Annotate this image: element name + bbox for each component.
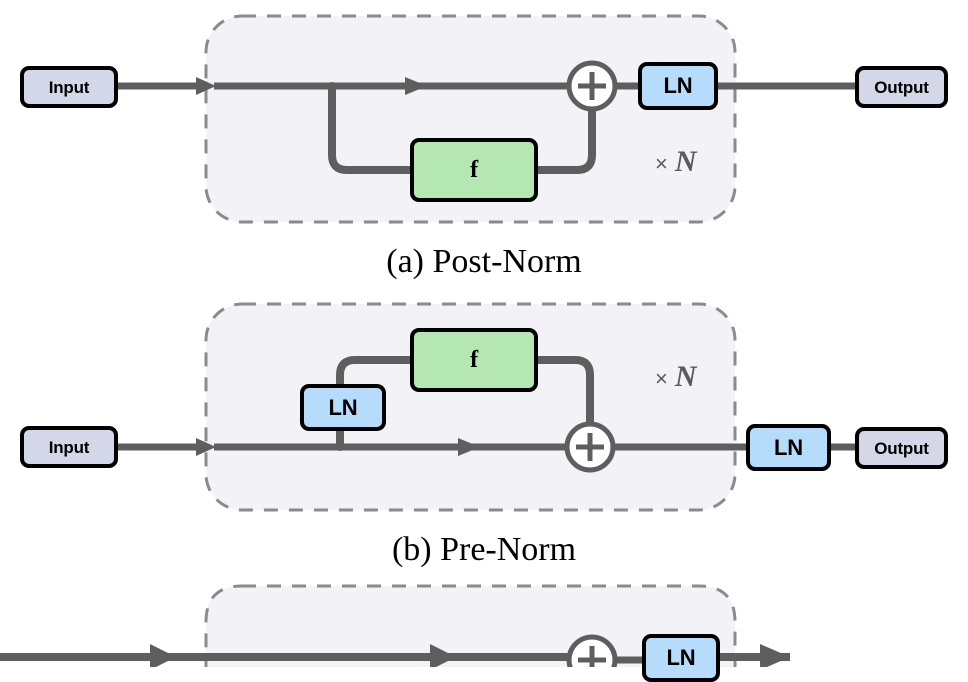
- node-f-a-label: f: [470, 157, 478, 183]
- wire-a-f-to-add: [530, 104, 596, 174]
- node-output-a[interactable]: Output: [855, 66, 948, 108]
- node-f-b[interactable]: f: [410, 328, 538, 392]
- arrow-c-input: [150, 644, 176, 667]
- node-ln-inner-b[interactable]: LN: [300, 384, 386, 431]
- node-ln-c-label: LN: [666, 645, 696, 670]
- arrow-c-main: [430, 644, 456, 667]
- node-ln-final-b[interactable]: LN: [746, 424, 831, 471]
- node-ln-c[interactable]: LN: [642, 634, 720, 682]
- wire-b-f-to-add: [532, 356, 594, 428]
- node-output-b[interactable]: Output: [855, 427, 948, 469]
- node-ln-a-label: LN: [663, 73, 693, 98]
- caption-panel-a: (a) Post-Norm: [0, 243, 968, 281]
- repeat-n-b: N: [674, 360, 697, 393]
- node-ln-final-b-label: LN: [774, 434, 803, 460]
- repeat-times-b: ×: [655, 366, 668, 391]
- arrow-c-out: [760, 644, 790, 667]
- node-f-b-label: f: [470, 347, 478, 373]
- repeat-label-a: × N: [655, 145, 697, 179]
- node-input-a-label: Input: [48, 77, 90, 97]
- node-input-b[interactable]: Input: [20, 426, 118, 468]
- caption-panel-b: (b) Pre-Norm: [0, 531, 968, 569]
- caption-panel-a-text: (a) Post-Norm: [386, 243, 582, 280]
- node-input-a[interactable]: Input: [20, 66, 118, 108]
- node-output-b-label: Output: [874, 438, 929, 458]
- arrow-a-input: [196, 77, 216, 95]
- node-ln-inner-b-label: LN: [328, 394, 358, 420]
- node-output-a-label: Output: [874, 77, 929, 97]
- figure-canvas: Input f LN Output × N (a) Post-Norm Inpu…: [0, 14, 968, 682]
- repeat-n-a: N: [674, 145, 697, 178]
- repeat-label-b: × N: [655, 360, 697, 394]
- arrow-b-input: [196, 438, 216, 456]
- node-input-b-label: Input: [48, 437, 90, 457]
- arrow-b-main: [458, 438, 480, 456]
- diagram-wires: [0, 14, 860, 667]
- arrow-a-main: [405, 77, 427, 95]
- node-f-a[interactable]: f: [410, 138, 538, 202]
- node-ln-a[interactable]: LN: [638, 62, 718, 110]
- repeat-times-a: ×: [655, 151, 668, 176]
- wire-b-branch-to-f: [336, 356, 418, 451]
- caption-panel-b-text: (b) Pre-Norm: [391, 531, 577, 568]
- wire-a-branch-to-f: [328, 82, 418, 174]
